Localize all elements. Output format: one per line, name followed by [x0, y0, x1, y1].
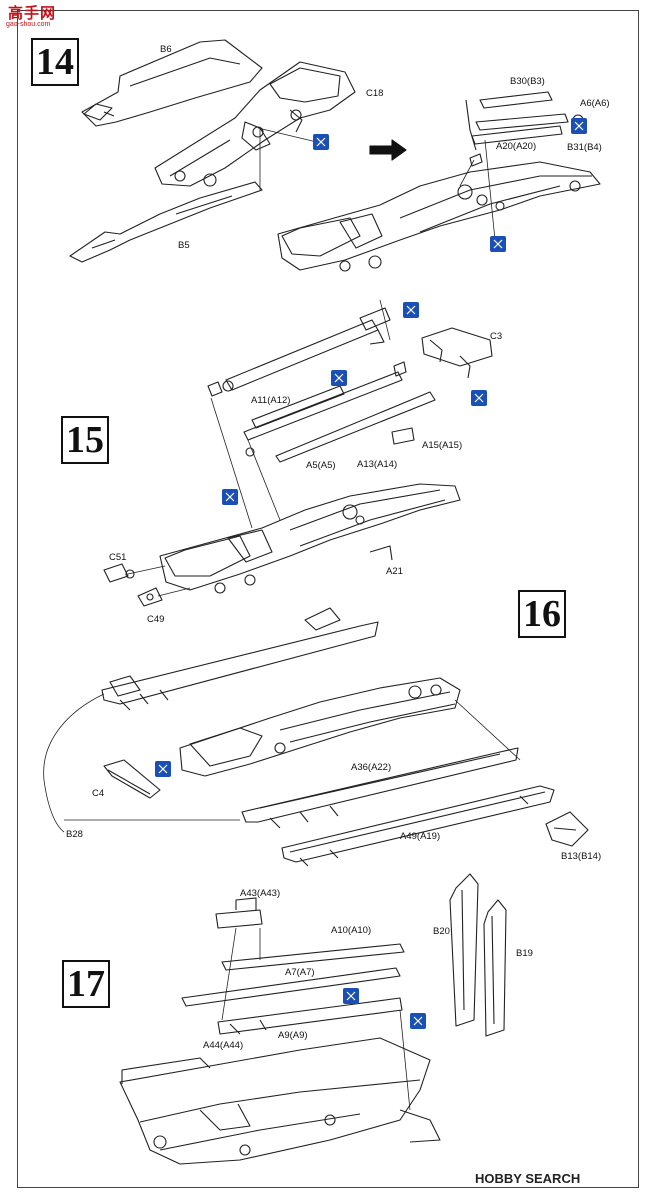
part-a49-rail — [281, 785, 555, 867]
label-a11: A11(A12) — [251, 395, 291, 406]
part-c51 — [103, 563, 135, 583]
part-c49 — [137, 587, 163, 607]
watermark-logo: 高手网 gao-shou.com — [2, 2, 80, 32]
label-a6: A6(A6) — [580, 98, 610, 109]
part-c4 — [103, 759, 161, 799]
part-a11-cylinder — [207, 307, 436, 463]
label-a44: A44(A44) — [203, 1040, 244, 1051]
label-a7: A7(A7) — [285, 967, 315, 978]
label-c49: C49 — [147, 614, 165, 625]
footer-brand: HOBBY SEARCH — [475, 1171, 581, 1186]
part-a44-a9 — [217, 997, 403, 1035]
part-b30-tube — [465, 91, 584, 167]
label-a43: A43(A43) — [240, 888, 281, 899]
label-a36: A36(A22) — [351, 762, 392, 773]
part-b20 — [449, 873, 479, 1027]
step14-assembled-frame — [277, 161, 601, 272]
label-c51: C51 — [109, 552, 127, 563]
label-b31: B31(B4) — [567, 142, 602, 153]
label-a5: A5(A5) — [306, 460, 336, 471]
watermark-main-text: 高手网 — [8, 4, 57, 22]
label-c4: C4 — [92, 788, 105, 799]
label-b6: B6 — [160, 44, 172, 55]
part-upper-rail — [101, 607, 379, 711]
label-c3: C3 — [490, 331, 503, 342]
step-number-16: 16 — [518, 590, 566, 638]
part-a10-bar — [221, 943, 405, 971]
right-arrow-icon — [369, 139, 407, 161]
label-b28: B28 — [66, 829, 83, 840]
label-b19: B19 — [516, 948, 533, 959]
part-b6-plate — [81, 39, 263, 127]
label-a10: A10(A10) — [331, 925, 372, 936]
page-border — [17, 10, 639, 1188]
part-b28-wire — [43, 693, 105, 833]
label-a13: A13(A14) — [357, 459, 398, 470]
part-a7-bar — [181, 967, 401, 1007]
label-b20: B20 — [433, 926, 450, 937]
label-a49: A49(A19) — [400, 831, 441, 842]
part-c18-frame — [154, 61, 356, 187]
step16-main-frame — [179, 677, 461, 777]
label-b30: B30(B3) — [510, 76, 545, 87]
label-a20: A20(A20) — [496, 141, 537, 152]
step-number-14: 14 — [31, 38, 79, 86]
part-a36-rail — [241, 747, 519, 829]
watermark-sub-text: gao-shou.com — [6, 21, 51, 28]
part-c3-bracket — [421, 327, 493, 379]
step17-assembled-gun — [119, 1037, 441, 1165]
label-b5: B5 — [178, 240, 190, 251]
step-number-17: 17 — [62, 960, 110, 1008]
part-b19 — [483, 899, 507, 1037]
label-a9: A9(A9) — [278, 1030, 308, 1041]
part-b13 — [545, 811, 589, 847]
label-a15: A15(A15) — [422, 440, 463, 451]
step-number-15: 15 — [61, 416, 109, 464]
step15-assembled-frame — [159, 483, 461, 594]
glue-icons — [155, 118, 587, 1029]
part-b5-rail — [69, 181, 263, 263]
label-c18: C18 — [366, 88, 384, 99]
part-a43 — [215, 897, 263, 929]
label-a21: A21 — [386, 566, 403, 577]
label-b13: B13(B14) — [561, 851, 602, 862]
